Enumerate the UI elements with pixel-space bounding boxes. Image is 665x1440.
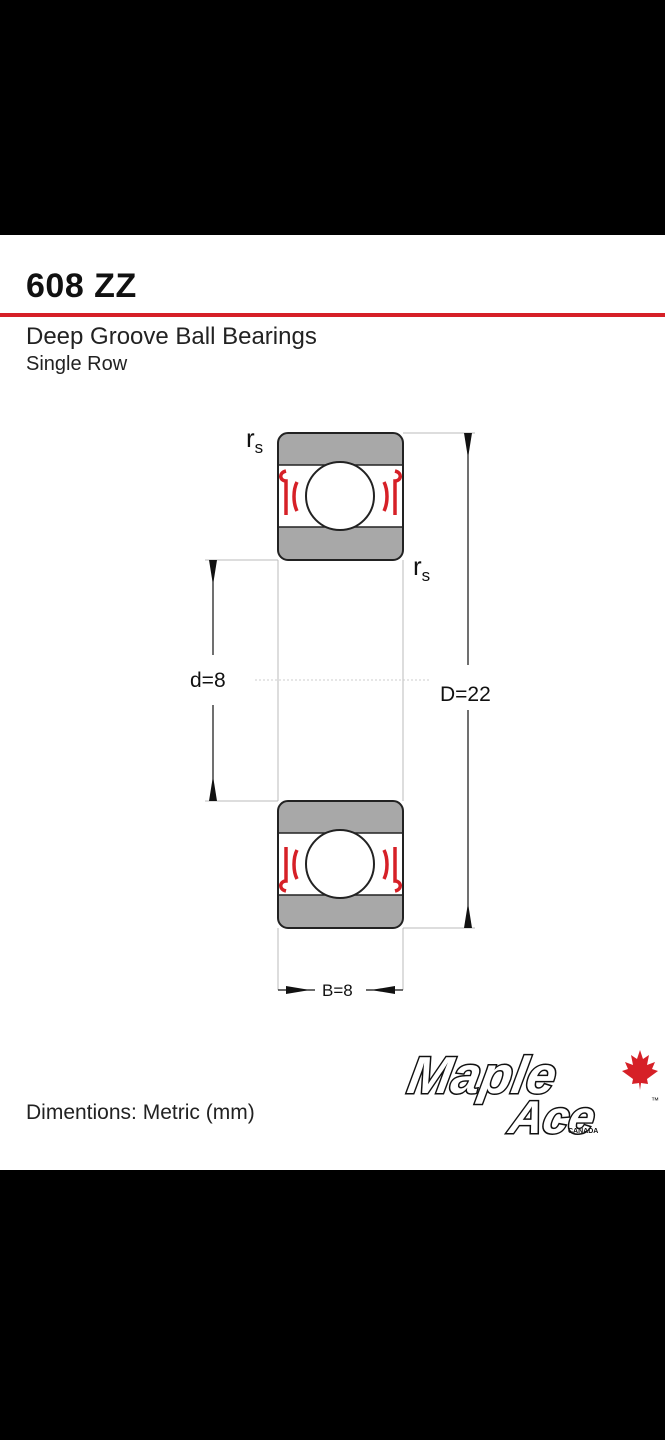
units-note: Dimentions: Metric (mm) — [26, 1101, 255, 1124]
bearing-bottom-section — [277, 800, 404, 929]
bearing-top-section — [277, 432, 404, 561]
logo-trademark: ™ — [651, 1096, 659, 1105]
bearing-cross-section-diagram: rs rs d=8 D=22 B=8 Maple Ace CANADA ™ — [190, 423, 659, 1145]
logo-tagline: CANADA — [568, 1128, 598, 1135]
spec-sheet: 608 ZZ Deep Groove Ball Bearings Single … — [0, 235, 665, 1170]
title-divider — [0, 313, 665, 317]
logo-word-ace: Ace — [505, 1091, 599, 1143]
maple-leaf-icon — [622, 1050, 658, 1090]
outer-diameter-dimension — [464, 433, 472, 928]
part-number-title: 608 ZZ — [26, 267, 137, 305]
radius-label-top: rs — [246, 423, 263, 457]
row-type: Single Row — [26, 353, 128, 375]
outer-diameter-label: D=22 — [440, 683, 491, 706]
product-type: Deep Groove Ball Bearings — [26, 323, 317, 350]
width-dimension — [278, 986, 403, 994]
maple-ace-logo: Maple Ace CANADA ™ — [402, 1046, 659, 1145]
seal-shields — [279, 469, 402, 515]
ball — [305, 461, 375, 531]
inner-diameter-label: d=8 — [190, 669, 226, 692]
radius-label-bottom: rs — [413, 551, 430, 585]
extension-lines — [205, 432, 475, 990]
inner-diameter-dimension — [209, 560, 217, 801]
ball — [305, 829, 375, 899]
logo-word-maple: Maple — [404, 1047, 561, 1105]
width-label: B=8 — [322, 981, 353, 1000]
seal-shields — [279, 847, 402, 893]
